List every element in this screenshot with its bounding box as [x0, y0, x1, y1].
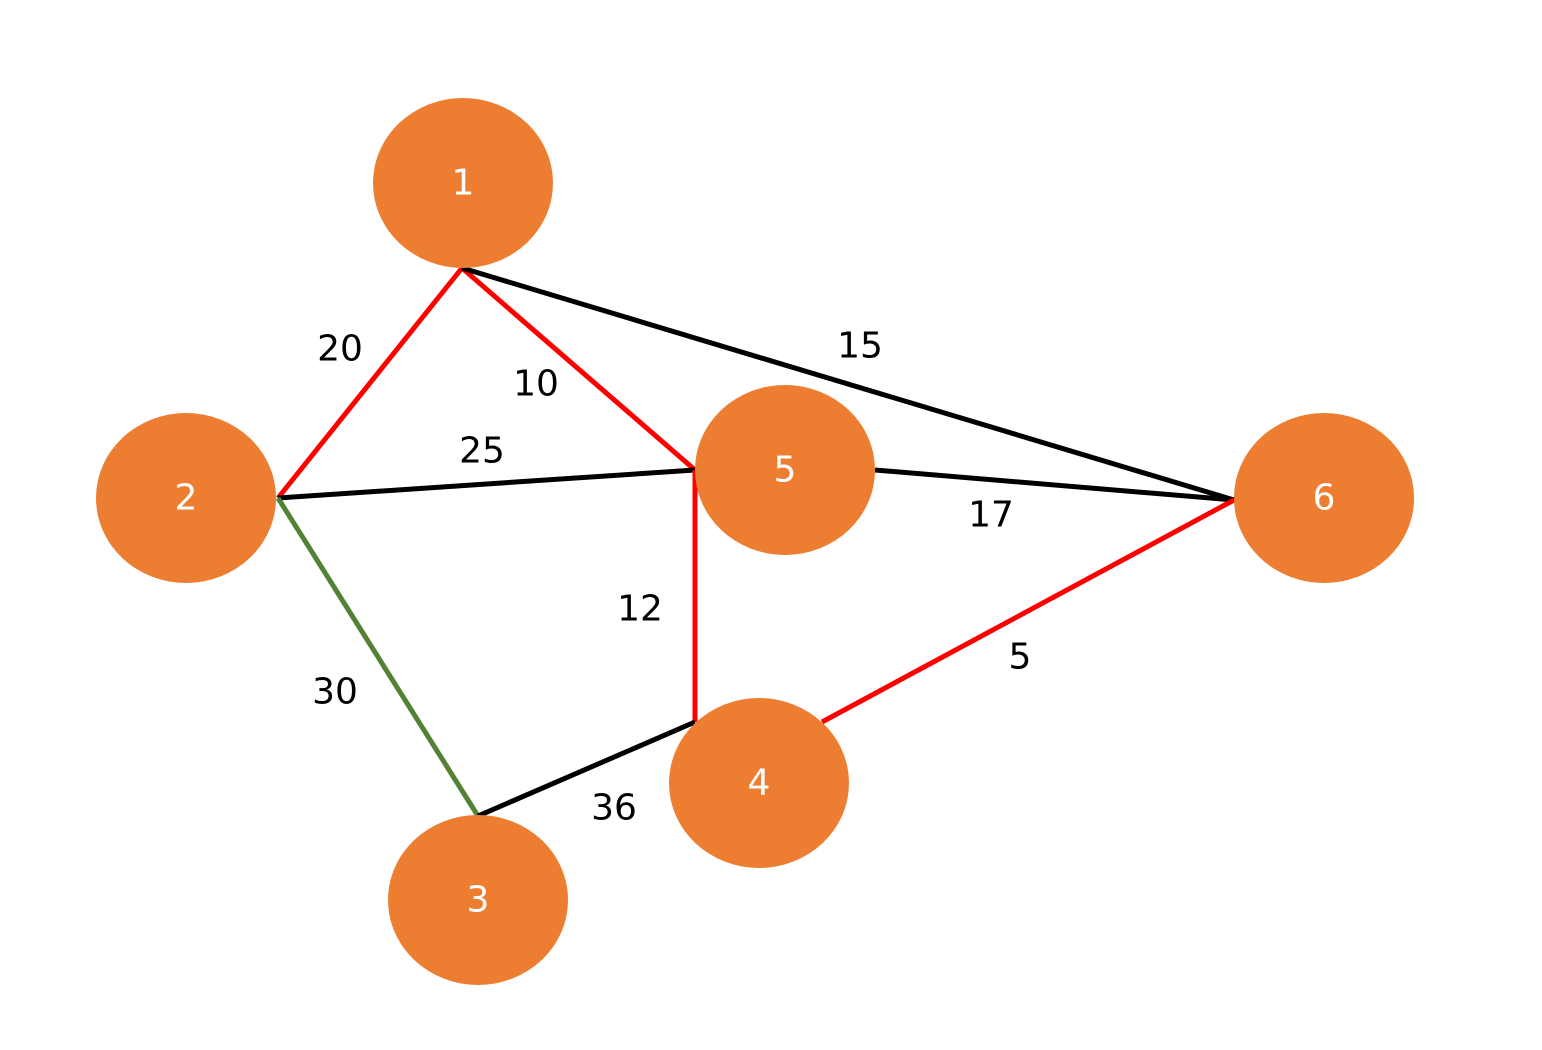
node-2: 2 [96, 413, 276, 583]
node-5-label: 5 [774, 450, 797, 491]
weight-1-2: 20 [317, 329, 363, 370]
weight-1-5: 10 [513, 364, 559, 405]
node-4: 4 [669, 698, 849, 868]
node-1: 1 [373, 98, 553, 268]
edge-3-4 [477, 719, 696, 819]
node-1-circle [373, 98, 553, 268]
node-6: 6 [1234, 413, 1414, 583]
weight-1-6: 15 [837, 326, 883, 367]
weight-5-4: 12 [617, 589, 663, 630]
node-6-label: 6 [1313, 478, 1336, 519]
weight-2-3: 30 [312, 672, 358, 713]
edge-1-6 [461, 265, 1235, 503]
node-6-circle [1234, 413, 1414, 583]
edge-2-3 [275, 496, 481, 818]
edge-1-5 [460, 266, 697, 472]
node-3-label: 3 [467, 880, 490, 921]
edge-4-6 [820, 497, 1236, 725]
node-3-circle [388, 815, 568, 985]
edges [275, 265, 1236, 819]
weight-2-5: 25 [459, 431, 505, 472]
edge-2-5 [277, 467, 696, 501]
weight-5-6: 17 [968, 495, 1014, 536]
edge-1-2 [276, 266, 464, 500]
node-4-label: 4 [748, 763, 771, 804]
nodes: 1 2 3 4 5 6 [96, 98, 1414, 985]
weight-3-4: 36 [591, 788, 637, 829]
weight-4-6: 5 [1009, 637, 1032, 678]
node-2-circle [96, 413, 276, 583]
node-5-circle [695, 385, 875, 555]
edge-5-6 [874, 467, 1235, 503]
node-3: 3 [388, 815, 568, 985]
node-4-circle [669, 698, 849, 868]
node-5: 5 [695, 385, 875, 555]
node-1-label: 1 [452, 163, 475, 204]
node-2-label: 2 [175, 478, 198, 519]
edge-weights: 20 10 15 25 30 12 17 36 5 [312, 326, 1031, 829]
